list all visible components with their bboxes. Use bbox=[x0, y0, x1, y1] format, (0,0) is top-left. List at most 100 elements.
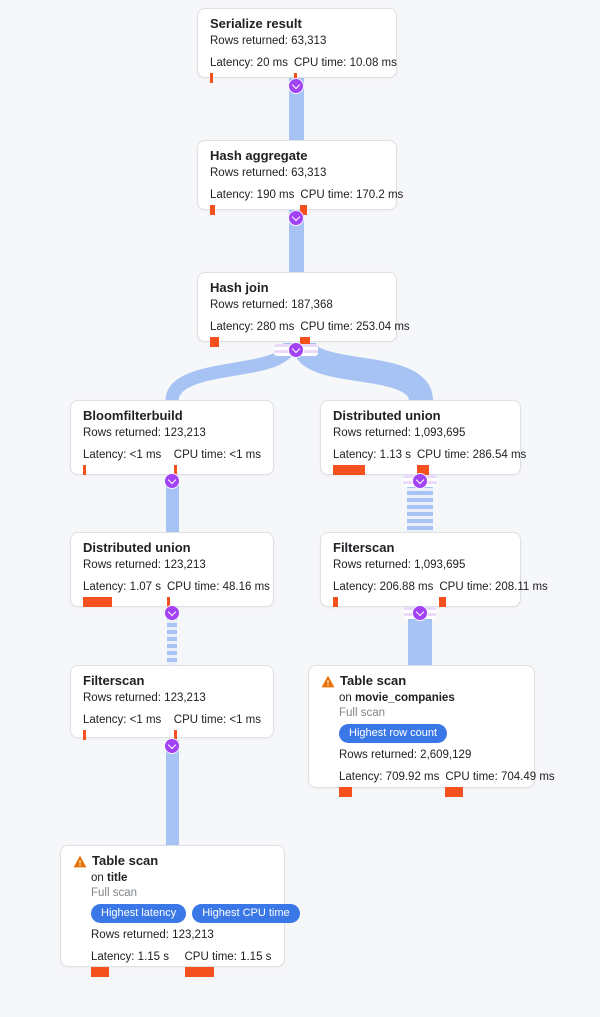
latency-bar bbox=[333, 597, 338, 607]
cpu-time-label: CPU time: 253.04 ms bbox=[300, 321, 410, 333]
cpu-time-bar bbox=[300, 337, 311, 347]
rows-returned: Rows returned: 1,093,695 bbox=[333, 559, 466, 571]
plan-edge bbox=[288, 210, 304, 272]
latency-label: Latency: 280 ms bbox=[210, 321, 295, 333]
cpu-time-label: CPU time: 208.11 ms bbox=[439, 581, 548, 593]
chevron-down-icon bbox=[291, 80, 300, 89]
chevron-down-icon bbox=[167, 740, 176, 749]
latency-bar bbox=[333, 465, 365, 475]
cpu-time-label: CPU time: 48.16 ms bbox=[167, 581, 270, 593]
cpu-stat: CPU time: <1 ms bbox=[173, 449, 261, 475]
expand-node-button[interactable] bbox=[411, 472, 428, 489]
badge-row: Highest row count bbox=[339, 724, 522, 743]
cpu-stat: CPU time: <1 ms bbox=[173, 714, 261, 740]
latency-label: Latency: 1.07 s bbox=[83, 581, 161, 593]
highlight-badge: Highest latency bbox=[91, 904, 187, 923]
cpu-time-bar bbox=[417, 465, 429, 475]
expand-node-button[interactable] bbox=[163, 472, 180, 489]
cpu-time-bar bbox=[184, 967, 214, 977]
latency-label: Latency: 1.13 s bbox=[333, 449, 411, 461]
cpu-time-bar bbox=[173, 465, 177, 475]
expand-node-button[interactable] bbox=[287, 209, 304, 226]
latency-label: Latency: <1 ms bbox=[83, 449, 162, 461]
node-header: Table scan bbox=[73, 853, 272, 869]
node-title: Table scan bbox=[340, 673, 407, 688]
plan-edge bbox=[288, 78, 304, 140]
cpu-stat: CPU time: 48.16 ms bbox=[167, 581, 270, 607]
chevron-down-icon bbox=[415, 607, 424, 616]
latency-stat: Latency: 709.92 ms bbox=[339, 771, 439, 797]
node-table-line: on title bbox=[91, 871, 272, 885]
rows-returned: Rows returned: 123,213 bbox=[83, 692, 206, 704]
latency-label: Latency: <1 ms bbox=[83, 714, 162, 726]
node-stats: Latency: <1 ms CPU time: <1 ms bbox=[83, 714, 261, 740]
latency-stat: Latency: 190 ms bbox=[210, 189, 294, 215]
plan-edge bbox=[165, 740, 179, 845]
rows-returned: Rows returned: 2,609,129 bbox=[339, 749, 472, 761]
cpu-time-label: CPU time: 286.54 ms bbox=[417, 449, 527, 461]
node-title: Serialize result bbox=[210, 16, 302, 31]
cpu-stat: CPU time: 208.11 ms bbox=[439, 581, 548, 607]
node-stats: Latency: 1.07 s CPU time: 48.16 ms bbox=[83, 581, 270, 607]
cpu-time-bar bbox=[173, 730, 177, 740]
node-stats: Latency: 1.13 s CPU time: 286.54 ms bbox=[333, 449, 526, 475]
cpu-stat: CPU time: 253.04 ms bbox=[300, 321, 410, 347]
latency-stat: Latency: 280 ms bbox=[210, 321, 294, 347]
cpu-time-label: CPU time: <1 ms bbox=[173, 449, 261, 461]
highlight-badge: Highest row count bbox=[339, 724, 448, 743]
latency-bar bbox=[210, 337, 219, 347]
warning-icon bbox=[73, 855, 87, 867]
warning-icon bbox=[321, 675, 335, 687]
latency-stat: Latency: 1.13 s bbox=[333, 449, 411, 475]
chevron-down-icon bbox=[167, 607, 176, 616]
cpu-time-label: CPU time: 10.08 ms bbox=[293, 57, 397, 69]
rows-returned: Rows returned: 63,313 bbox=[210, 35, 327, 47]
cpu-stat: CPU time: 286.54 ms bbox=[417, 449, 526, 475]
expand-node-button[interactable] bbox=[287, 341, 304, 358]
latency-stat: Latency: 206.88 ms bbox=[333, 581, 433, 607]
cpu-time-label: CPU time: 170.2 ms bbox=[300, 189, 404, 201]
node-table-line: on movie_companies bbox=[339, 691, 522, 705]
latency-bar bbox=[83, 465, 86, 475]
chevron-down-icon bbox=[167, 475, 176, 484]
latency-label: Latency: 709.92 ms bbox=[339, 771, 440, 783]
expand-node-button[interactable] bbox=[287, 77, 304, 94]
latency-bar bbox=[83, 730, 86, 740]
plan-edge-curve bbox=[165, 341, 297, 403]
table-name: movie_companies bbox=[355, 692, 455, 704]
on-prefix: on bbox=[339, 692, 352, 704]
node-title: Distributed union bbox=[333, 408, 441, 423]
node-title: Bloomfilterbuild bbox=[83, 408, 183, 423]
node-header: Table scan bbox=[321, 673, 522, 689]
latency-label: Latency: 1.15 s bbox=[91, 951, 169, 963]
scan-type-label: Full scan bbox=[91, 887, 138, 899]
scan-type-label: Full scan bbox=[339, 707, 386, 719]
latency-bar bbox=[210, 205, 215, 215]
expand-node-button[interactable] bbox=[163, 604, 180, 621]
rows-returned: Rows returned: 63,313 bbox=[210, 167, 327, 179]
plan-edge bbox=[165, 477, 179, 532]
expand-node-button[interactable] bbox=[411, 604, 428, 621]
cpu-time-bar bbox=[300, 205, 308, 215]
latency-label: Latency: 206.88 ms bbox=[333, 581, 434, 593]
node-stats: Latency: <1 ms CPU time: <1 ms bbox=[83, 449, 261, 475]
latency-stat: Latency: <1 ms bbox=[83, 449, 168, 475]
cpu-time-bar bbox=[167, 597, 170, 607]
chevron-down-icon bbox=[291, 344, 300, 353]
rows-returned: Rows returned: 1,093,695 bbox=[333, 427, 466, 439]
expand-node-button[interactable] bbox=[163, 737, 180, 754]
cpu-stat: CPU time: 10.08 ms bbox=[293, 57, 397, 83]
